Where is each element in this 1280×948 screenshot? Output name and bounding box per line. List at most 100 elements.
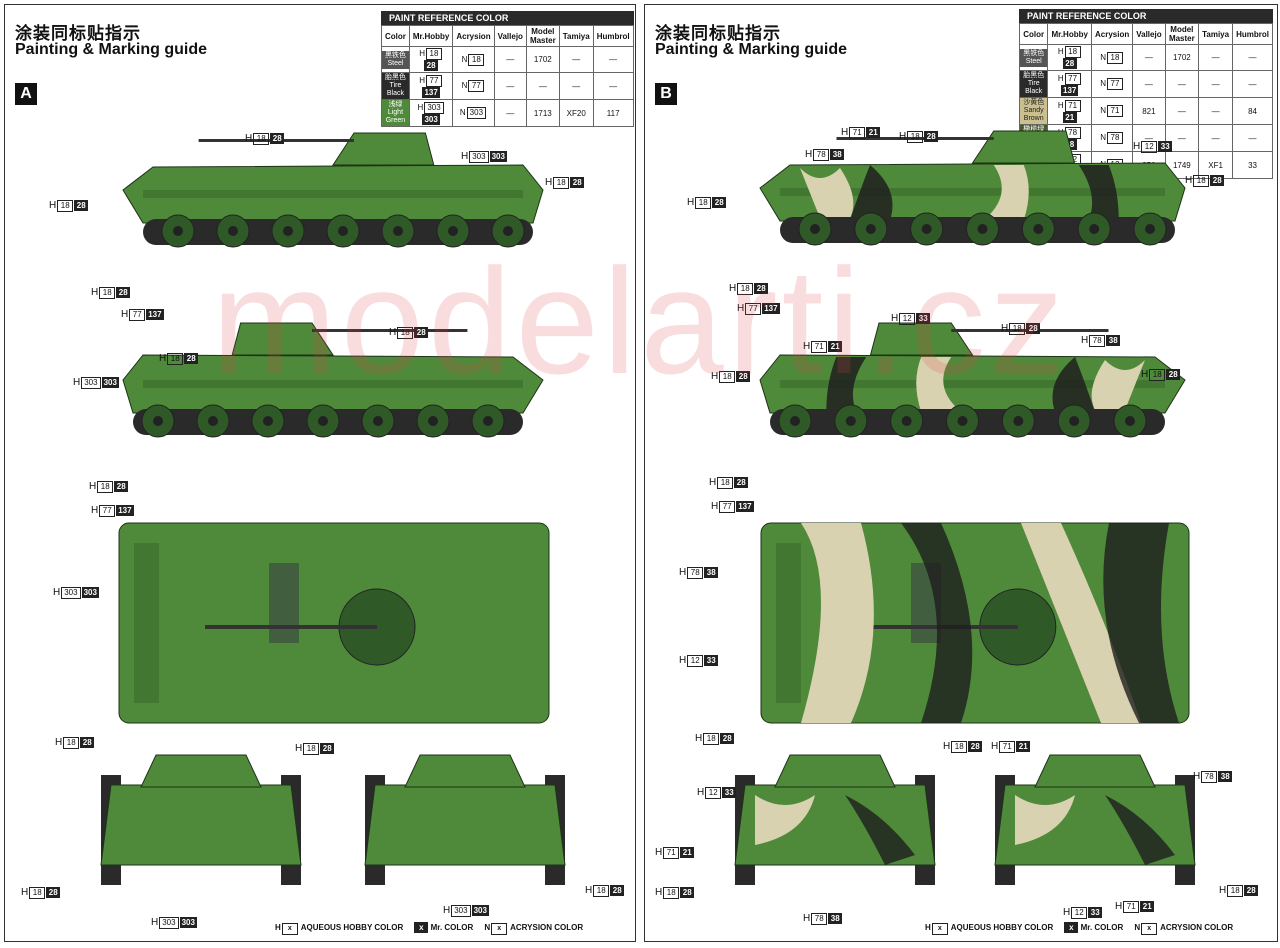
callout-value: 28 [924, 131, 939, 142]
grille [269, 563, 299, 643]
legend-mr-box: x [414, 922, 429, 933]
callout-value: 28 [736, 371, 751, 382]
humbrol-cell: 117 [592, 99, 634, 127]
callout-box: 303 [81, 377, 101, 389]
side-view [759, 130, 1186, 246]
n-prefix: N [1100, 79, 1106, 88]
callout-box: 18 [97, 481, 114, 493]
color-name-cn: 橄榄绿 [1023, 126, 1045, 133]
callout-value: 303 [179, 917, 197, 928]
callout-prefix: H [91, 287, 99, 298]
callout-prefix: H [151, 917, 159, 928]
camo-patch [901, 523, 973, 723]
callout-box: 18 [1149, 369, 1166, 381]
callout-value: 303 [489, 151, 507, 162]
wheel-hub [1033, 224, 1044, 234]
wheel-hub [503, 226, 513, 236]
callout-prefix: H [389, 327, 397, 338]
callout-value: 33 [722, 787, 737, 798]
callout-prefix: H [545, 177, 553, 188]
color-name-cn: 胎黑色 [1023, 72, 1045, 79]
title-cn: 涂装同标贴指示 [655, 24, 781, 43]
callout-value: 28 [754, 283, 769, 294]
callout-prefix: H [295, 743, 303, 754]
callout-value: 38 [1106, 335, 1121, 346]
callout-box: 78 [1201, 771, 1218, 783]
callout-prefix: H [49, 200, 57, 211]
humbrol-cell: 33 [1232, 151, 1273, 179]
legend-n-box: x [1141, 923, 1158, 935]
wheel-hub [901, 416, 912, 426]
callout-prefix: H [711, 501, 719, 512]
callout-prefix: H [695, 733, 703, 744]
callout-box: 303 [469, 151, 489, 163]
callout-value: 303 [101, 377, 119, 388]
callout-value: 28 [1244, 885, 1259, 896]
camo-patch [1052, 357, 1095, 412]
callout-box: 78 [813, 149, 830, 161]
wheel-hub [208, 416, 218, 426]
callout-box: 77 [99, 505, 116, 517]
gun-top [205, 625, 377, 629]
engine-deck [776, 543, 801, 703]
n-value: 18 [468, 53, 485, 66]
color-name-en: Steel [1025, 57, 1042, 65]
n-prefix: N [461, 81, 468, 90]
side-skirt [143, 190, 523, 198]
wheel-hub [1145, 224, 1155, 234]
color-name-cn: 沙黄色 [1023, 99, 1045, 106]
callout-prefix: H [1063, 907, 1071, 918]
callout-box: 18 [695, 197, 712, 209]
camo-patch [1015, 795, 1075, 845]
title-en: Painting & Marking guide [15, 41, 208, 58]
camo-patch [1021, 523, 1141, 723]
wheel-hub [977, 224, 988, 234]
callout-prefix: H [1115, 901, 1123, 912]
legend-mr-text: Mr. COLOR [1080, 923, 1124, 932]
h-prefix: H [417, 102, 424, 112]
callout-value: 28 [74, 200, 89, 211]
callout-box: 77 [719, 501, 736, 513]
callout-prefix: H [1193, 771, 1201, 782]
table-header-row: Color Mr.Hobby Acrysion Vallejo Model Ma… [381, 25, 634, 47]
callout-value: 33 [916, 313, 931, 324]
callout-prefix: H [461, 151, 469, 162]
callout-prefix: H [1141, 369, 1149, 380]
n-prefix: N [461, 54, 468, 64]
color-name-cn: 黑铁色 [384, 51, 406, 59]
humbrol-cell: — [1232, 70, 1273, 98]
callout-box: 303 [159, 917, 179, 929]
wheel-hub [865, 224, 876, 234]
end-view [100, 754, 302, 885]
callout-value: 28 [414, 327, 429, 338]
callout-prefix: H [899, 131, 907, 142]
n-value: 303 [466, 107, 487, 119]
h-value: 137 [1061, 84, 1079, 96]
callout-value: 38 [830, 149, 845, 160]
camo-patch [1105, 795, 1175, 865]
callout-box: 18 [1009, 323, 1026, 335]
callout-prefix: H [159, 353, 167, 364]
callout-box: 18 [1193, 175, 1210, 187]
end-view [734, 754, 936, 885]
tamiya-cell: — [1198, 97, 1234, 125]
callout-value: 28 [968, 741, 983, 752]
panel-a: 涂装同标贴指示 Painting & Marking guide A PAINT… [4, 4, 636, 942]
callout-value: 303 [471, 905, 489, 916]
callout-box: 77 [129, 309, 146, 321]
